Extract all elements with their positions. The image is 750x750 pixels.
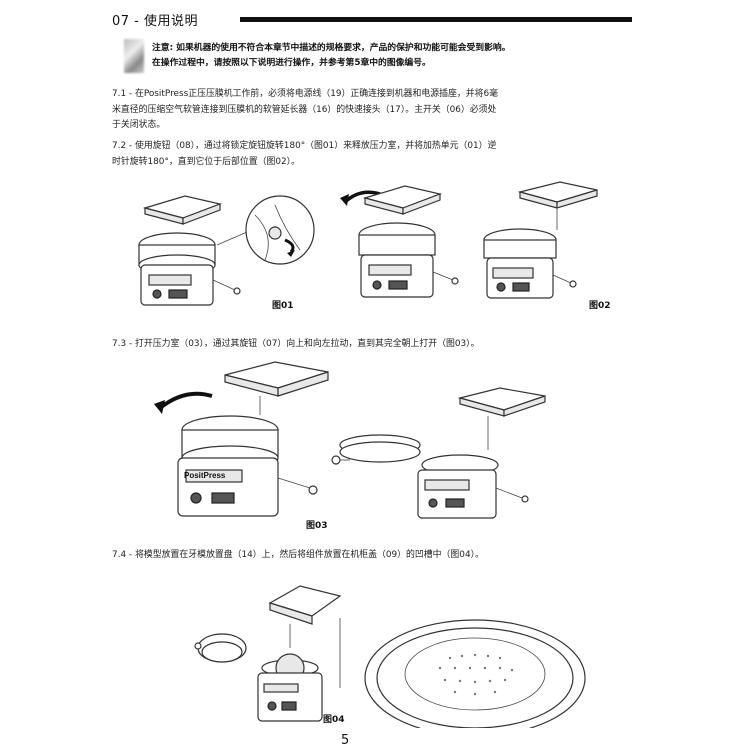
- header-rule: [240, 17, 632, 22]
- section-7-2: 7.2 - 使用旋钮（08），通过将锁定旋钮旋转180°（图01）来释放压力室，…: [112, 139, 637, 170]
- chapter-title: 07 - 使用说明: [112, 14, 198, 29]
- section-line: 7.4 - 将模型放置在牙模放置盘（14）上，然后将组件放置在机柜盖（09）的凹…: [112, 550, 484, 560]
- notice-box: 注意: 如果机器的使用不符合本章节中描述的规格要求，产品的保护和功能可能会受到影…: [112, 37, 637, 77]
- figure-03-label: 图03: [306, 521, 328, 531]
- figure-03-illustration: PositPress: [154, 361, 546, 519]
- section-7-3: 7.3 - 打开压力室（03），通过其旋钮（07）向上和向左拉动，直到其完全朝上…: [112, 337, 637, 353]
- section-7-4: 7.4 - 将模型放置在牙模放置盘（14）上，然后将组件放置在机柜盖（09）的凹…: [112, 548, 637, 564]
- section-line: 于关闭状态。: [112, 120, 166, 130]
- figure-01-label: 图01: [272, 301, 294, 311]
- section-line: 7.3 - 打开压力室（03），通过其旋钮（07）向上和向左拉动，直到其完全朝上…: [112, 339, 480, 349]
- warning-icon: [124, 39, 144, 73]
- chapter-header: 07 - 使用说明: [112, 10, 632, 30]
- figure-04-illustration: [194, 585, 586, 728]
- section-line: 时针旋转180°，直到它位于后部位置（图02）。: [112, 156, 300, 167]
- section-7-1: 7.1 - 在PositPress正压压膜机工作前，必须将电源线（19）正确连接…: [112, 87, 637, 134]
- brand-label: PositPress: [184, 471, 226, 480]
- notice-line: 注意: 如果机器的使用不符合本章节中描述的规格要求，产品的保护和功能可能会受到影…: [152, 43, 511, 53]
- figure-01-illustration: [138, 195, 315, 306]
- notice-text: 注意: 如果机器的使用不符合本章节中描述的规格要求，产品的保护和功能可能会受到影…: [152, 41, 637, 71]
- figure-02-illustration: [340, 181, 598, 299]
- section-line: 7.2 - 使用旋钮（08），通过将锁定旋钮旋转180°（图01）来释放压力室，…: [112, 141, 497, 151]
- figure-04-label: 图04: [323, 715, 345, 725]
- figure-02-label: 图02: [589, 301, 611, 311]
- page-number: 5: [341, 733, 350, 748]
- section-line: 米直径的压缩空气软管连接到压膜机的软管延长器（16）的快速接头（17）。主开关（…: [112, 104, 497, 115]
- section-line: 7.1 - 在PositPress正压压膜机工作前，必须将电源线（19）正确连接…: [112, 89, 499, 99]
- notice-line: 在操作过程中，请按照以下说明进行操作，并参考第5章中的图像编号。: [152, 58, 431, 68]
